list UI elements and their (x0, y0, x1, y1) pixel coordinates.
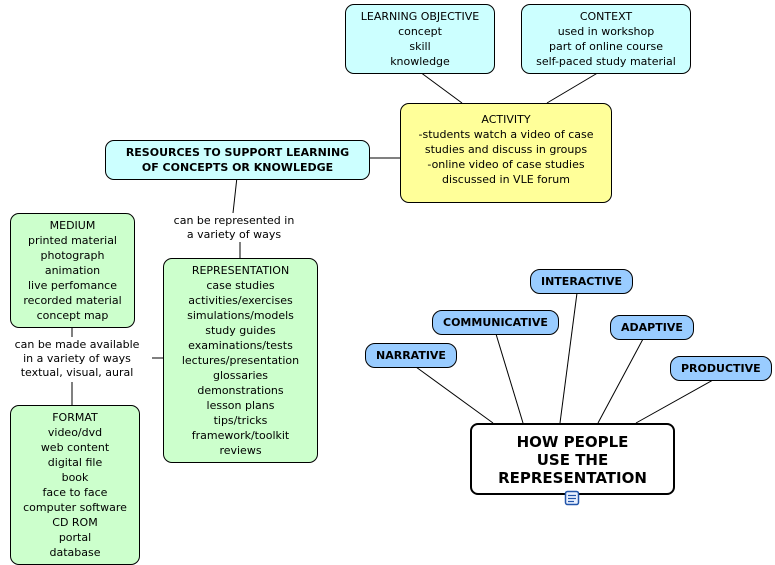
node-representation-title: REPRESENTATION (191, 264, 290, 277)
connector-how-interactive (559, 292, 578, 424)
node-context[interactable]: CONTEXT used in workshop part of online … (521, 4, 691, 74)
node-communicative-label: COMMUNICATIVE (443, 316, 548, 329)
node-representation[interactable]: REPRESENTATION case studies activities/e… (163, 258, 318, 463)
connector-how-communicative (495, 333, 524, 424)
resource-link-icon[interactable] (564, 490, 580, 506)
node-interactive-label: INTERACTIVE (541, 275, 622, 288)
node-medium[interactable]: MEDIUM printed material photograph anima… (10, 213, 135, 328)
node-context-title: CONTEXT (579, 10, 633, 23)
node-productive-label: PRODUCTIVE (681, 362, 761, 375)
node-format-title: FORMAT (52, 411, 98, 424)
node-medium-title: MEDIUM (49, 219, 96, 232)
link-label-available[interactable]: can be made available in a variety of wa… (2, 338, 152, 380)
node-communicative[interactable]: COMMUNICATIVE (432, 310, 559, 335)
node-narrative[interactable]: NARRATIVE (365, 343, 457, 368)
node-medium-items: printed material photograph animation li… (23, 234, 122, 322)
node-productive[interactable]: PRODUCTIVE (670, 356, 772, 381)
node-format[interactable]: FORMAT video/dvd web content digital fil… (10, 405, 140, 565)
node-context-items: used in workshop part of online course s… (536, 25, 676, 68)
node-activity[interactable]: ACTIVITY -students watch a video of case… (400, 103, 612, 203)
node-learning-objective-title: LEARNING OBJECTIVE (360, 10, 480, 23)
connector-objective-activity (419, 71, 463, 104)
link-label-represented[interactable]: can be represented in a variety of ways (158, 214, 310, 242)
node-interactive[interactable]: INTERACTIVE (530, 269, 633, 294)
node-learning-objective-items: concept skill knowledge (390, 25, 450, 68)
node-narrative-label: NARRATIVE (376, 349, 446, 362)
node-adaptive[interactable]: ADAPTIVE (610, 315, 694, 340)
node-activity-items: -students watch a video of case studies … (418, 128, 594, 186)
connector-how-productive (635, 379, 714, 424)
node-adaptive-label: ADAPTIVE (621, 321, 683, 334)
node-format-items: video/dvd web content digital file book … (23, 426, 127, 559)
connector-resources-represented (232, 176, 238, 214)
node-how-people-title: HOW PEOPLE USE THE REPRESENTATION (498, 433, 647, 487)
node-representation-items: case studies activities/exercises simula… (181, 279, 300, 457)
connector-how-adaptive (597, 338, 644, 424)
connector-how-narrative (415, 366, 494, 424)
node-how-people-use-representation[interactable]: HOW PEOPLE USE THE REPRESENTATION (470, 423, 675, 495)
node-learning-objective[interactable]: LEARNING OBJECTIVE concept skill knowled… (345, 4, 495, 74)
node-resources-title: RESOURCES TO SUPPORT LEARNING OF CONCEPT… (125, 146, 350, 174)
node-resources[interactable]: RESOURCES TO SUPPORT LEARNING OF CONCEPT… (105, 140, 370, 180)
node-activity-title: ACTIVITY (481, 113, 531, 126)
